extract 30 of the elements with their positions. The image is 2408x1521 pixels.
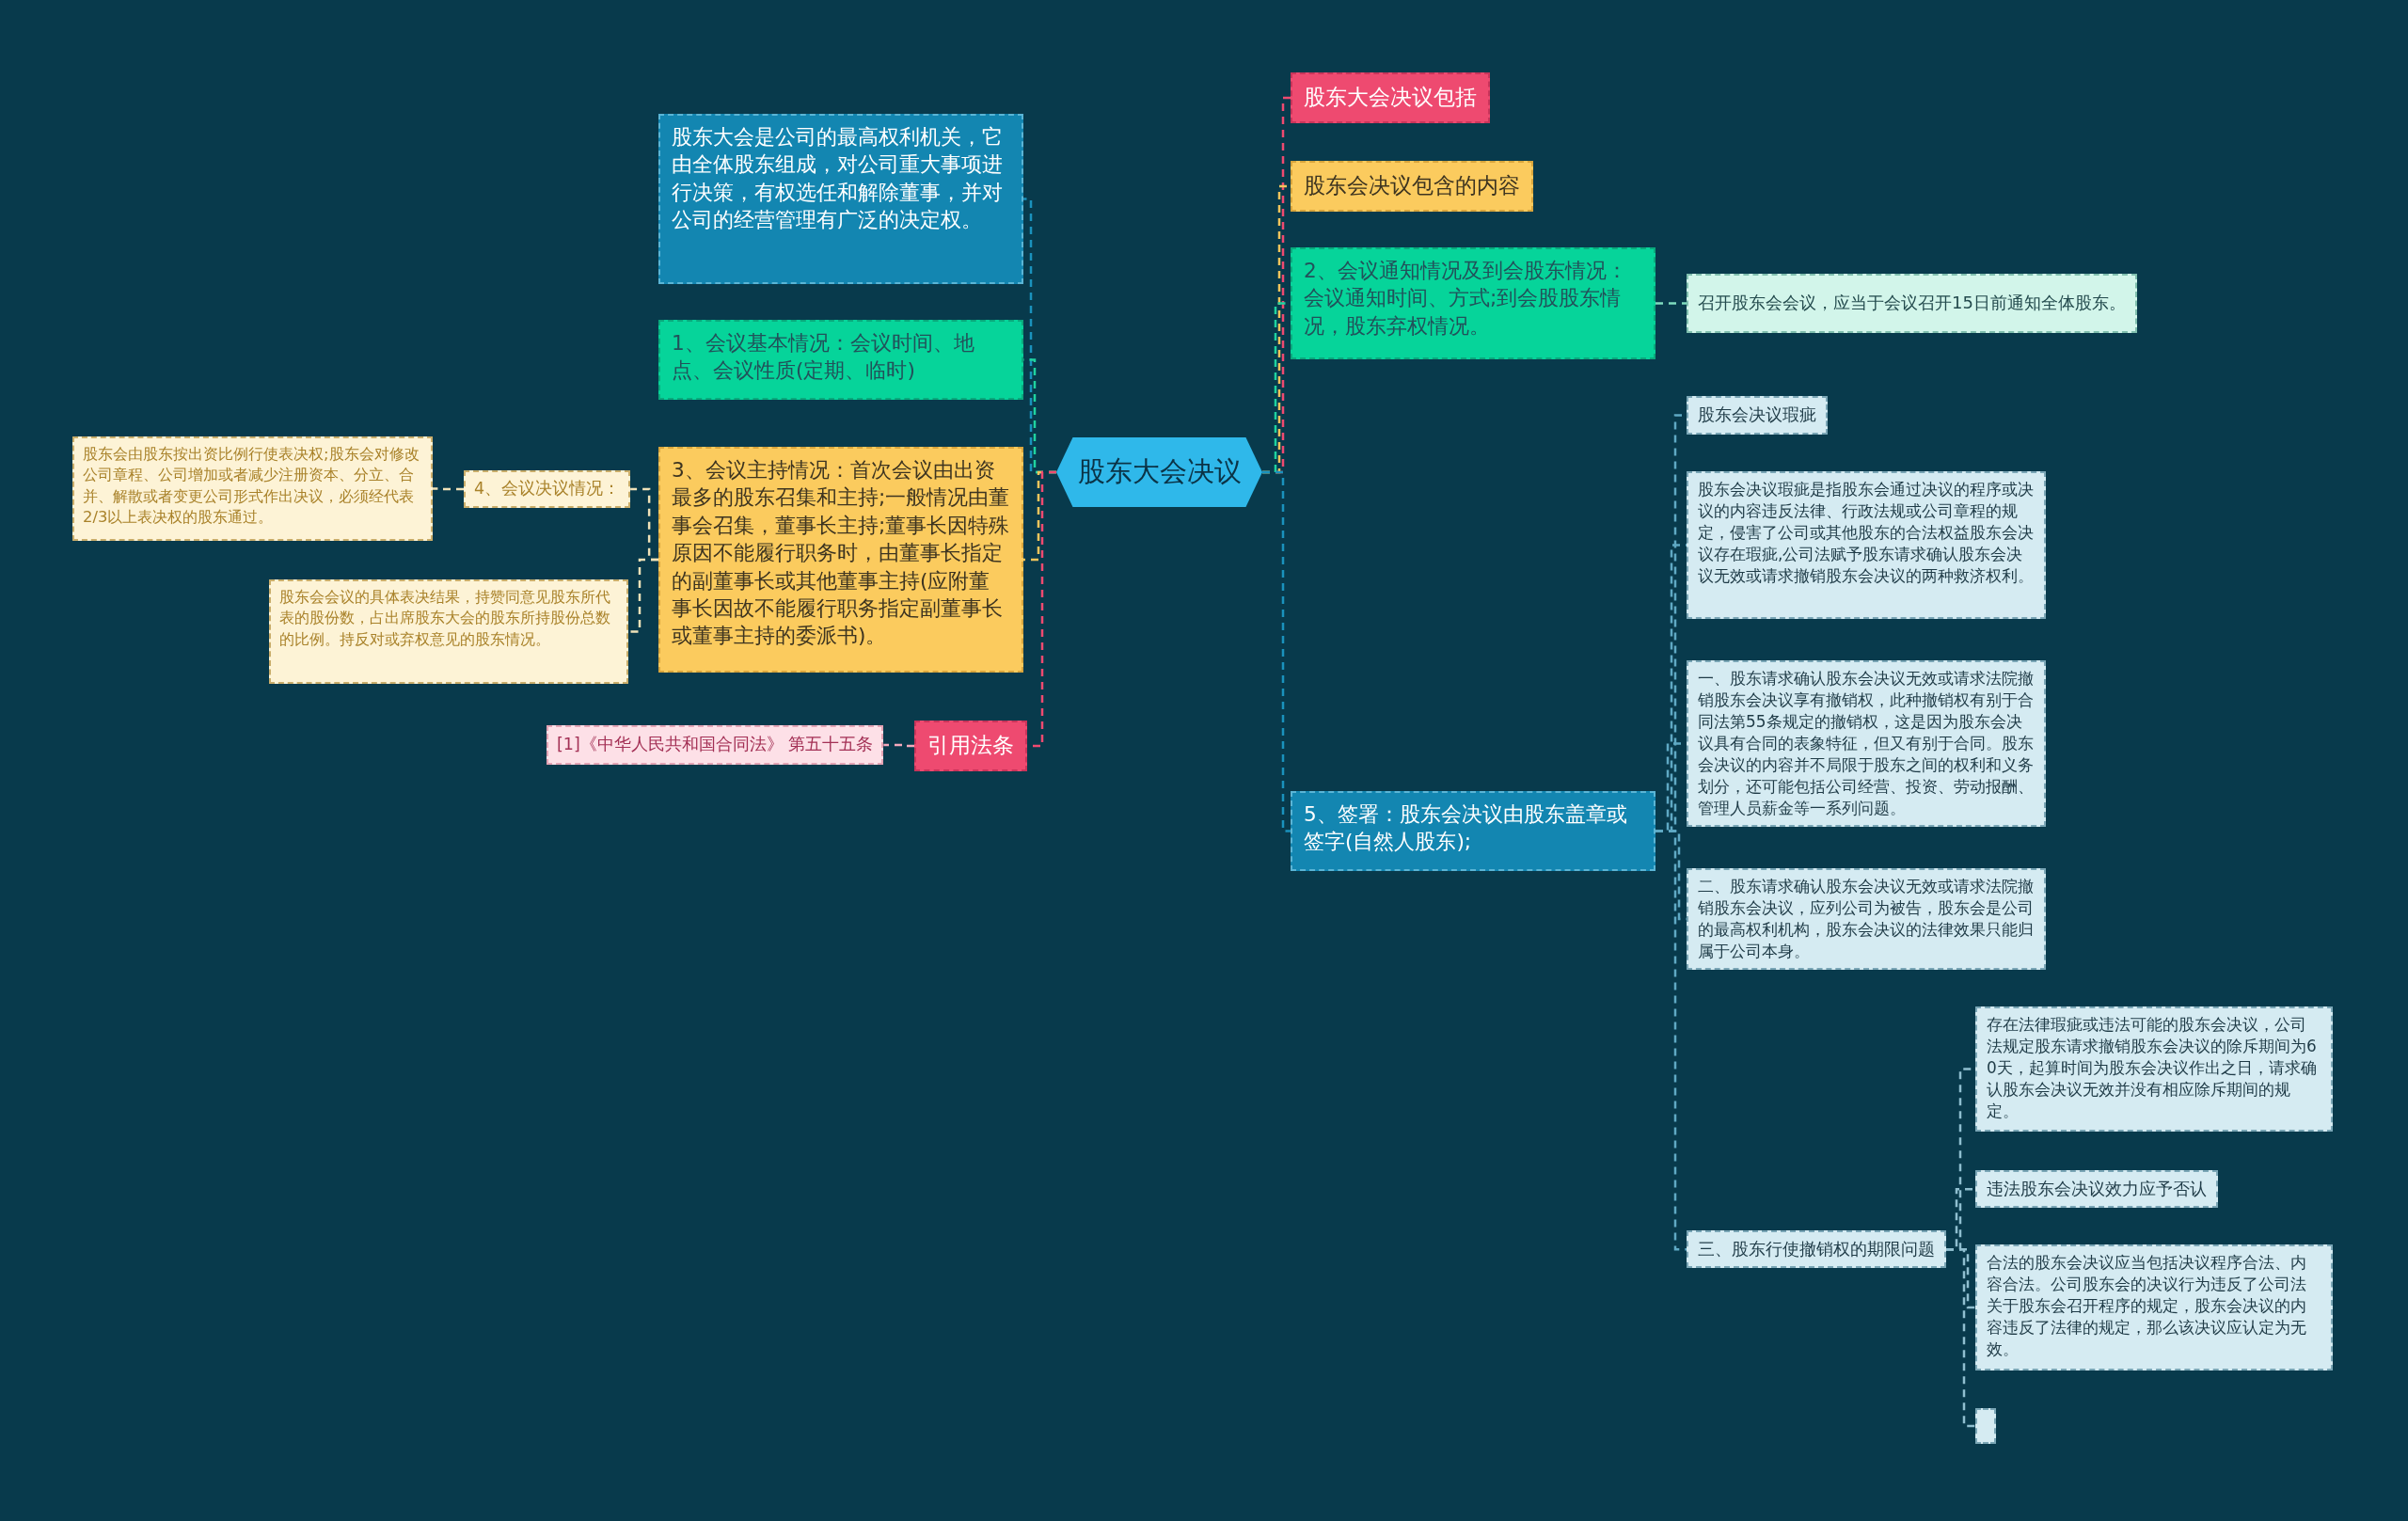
- note-box: 一、股东请求确认股东会决议无效或请求法院撤销股东会决议享有撤销权，此种撤销权有别于合同法第55条规定的撤销权，这是因为股东会决议具有合同的表象特征，但又有别于合同。股东会决议的内容并不局限于股东之间的权利和义务划分，还可能包括公司经营、投资、劳动报酬、管理人员薪金等一系列问题。: [1687, 660, 2046, 827]
- note-box: 违法股东会决议效力应予否认: [1975, 1170, 2218, 1209]
- note-box: 股东会决议瑕疵是指股东会通过决议的程序或决议的内容违反法律、行政法规或公司章程的规定，侵害了公司或其他股东的合法权益股东会决议存在瑕疵,公司法赋予股东请求确认股东会决议无效或请求撤销股东会决议的两种救济权利。: [1687, 471, 2046, 619]
- note-box: 股东会由股东按出资比例行使表决权;股东会对修改公司章程、公司增加或者减少注册资本、分立、合并、解散或者变更公司形式作出决议，必须经代表2/3以上表决权的股东通过。: [72, 436, 433, 541]
- topic-box: 2、会议通知情况及到会股东情况：会议通知时间、方式;到会股股东情况，股东弃权情况。: [1291, 247, 1656, 359]
- connector-line: [1656, 302, 1687, 305]
- connector-line: [883, 743, 914, 748]
- connector-line: [1946, 1248, 1975, 1428]
- central-topic: 股东大会决议: [1056, 437, 1262, 507]
- note-box: 股东会会议的具体表决结果，持赞同意见股东所代表的股份数，占出席股东大会的股东所持股份总数的比例。持反对或弃权意见的股东情况。: [269, 579, 628, 684]
- topic-box: 5、签署：股东会决议由股东盖章或签字(自然人股东);: [1291, 791, 1656, 871]
- note-box: 召开股东会会议，应当于会议召开15日前通知全体股东。: [1687, 274, 2137, 333]
- subtopic-box: 4、会议决议情况：: [464, 470, 631, 508]
- topic-box: 3、会议主持情况：首次会议由出资最多的股东召集和主持;一般情况由董事会召集，董事长主持;董事长因特殊原因不能履行职务时，由董事长指定的副董事长或其他董事主持(应附董事长因故不能履行职务指定副董事长或董事主持的委派书)。: [658, 447, 1023, 673]
- connector-line: [628, 558, 658, 633]
- note-box: 存在法律瑕疵或违法可能的股东会决议，公司法规定股东请求撤销股东会决议的除斥期间为60天，起算时间为股东会决议作出之日，请求确认股东会决议无效并没有相应除斥期间的规定。: [1975, 1006, 2333, 1132]
- connector-line: [1656, 830, 1687, 1251]
- connector-line: [1262, 470, 1291, 832]
- topic-box: 股东大会是公司的最高权利机关，它由全体股东组成，对公司重大事项进行决策，有权选任和解除董事，并对公司的经营管理有广泛的决定权。: [658, 114, 1023, 284]
- subtopic-box: 股东会决议瑕疵: [1687, 396, 1828, 435]
- topic-box: 1、会议基本情况：会议时间、地点、会议性质(定期、临时): [658, 320, 1023, 400]
- topic-box: 引用法条: [914, 721, 1027, 771]
- subtopic-box: 三、股东行使撤销权的期限问题: [1687, 1230, 1946, 1269]
- note-box: 合法的股东会决议应当包括决议程序合法、内容合法。公司股东会的决议行为违反了公司法关于股东会召开程序的规定，股东会决议的内容违反了法律的规定，那么该决议应认定为无效。: [1975, 1244, 2333, 1370]
- connector-line: [433, 487, 464, 491]
- empty-box: [1975, 1408, 1996, 1444]
- topic-box: 股东大会决议包括: [1291, 72, 1490, 123]
- reference-box: [1]《中华人民共和国合同法》 第五十五条: [547, 725, 884, 765]
- note-box: 二、股东请求确认股东会决议无效或请求法院撤销股东会决议，应列公司为被告，股东会是公司的最高权利机构，股东会决议的法律效果只能归属于公司本身。: [1687, 868, 2046, 970]
- topic-box: 股东会决议包含的内容: [1291, 161, 1533, 212]
